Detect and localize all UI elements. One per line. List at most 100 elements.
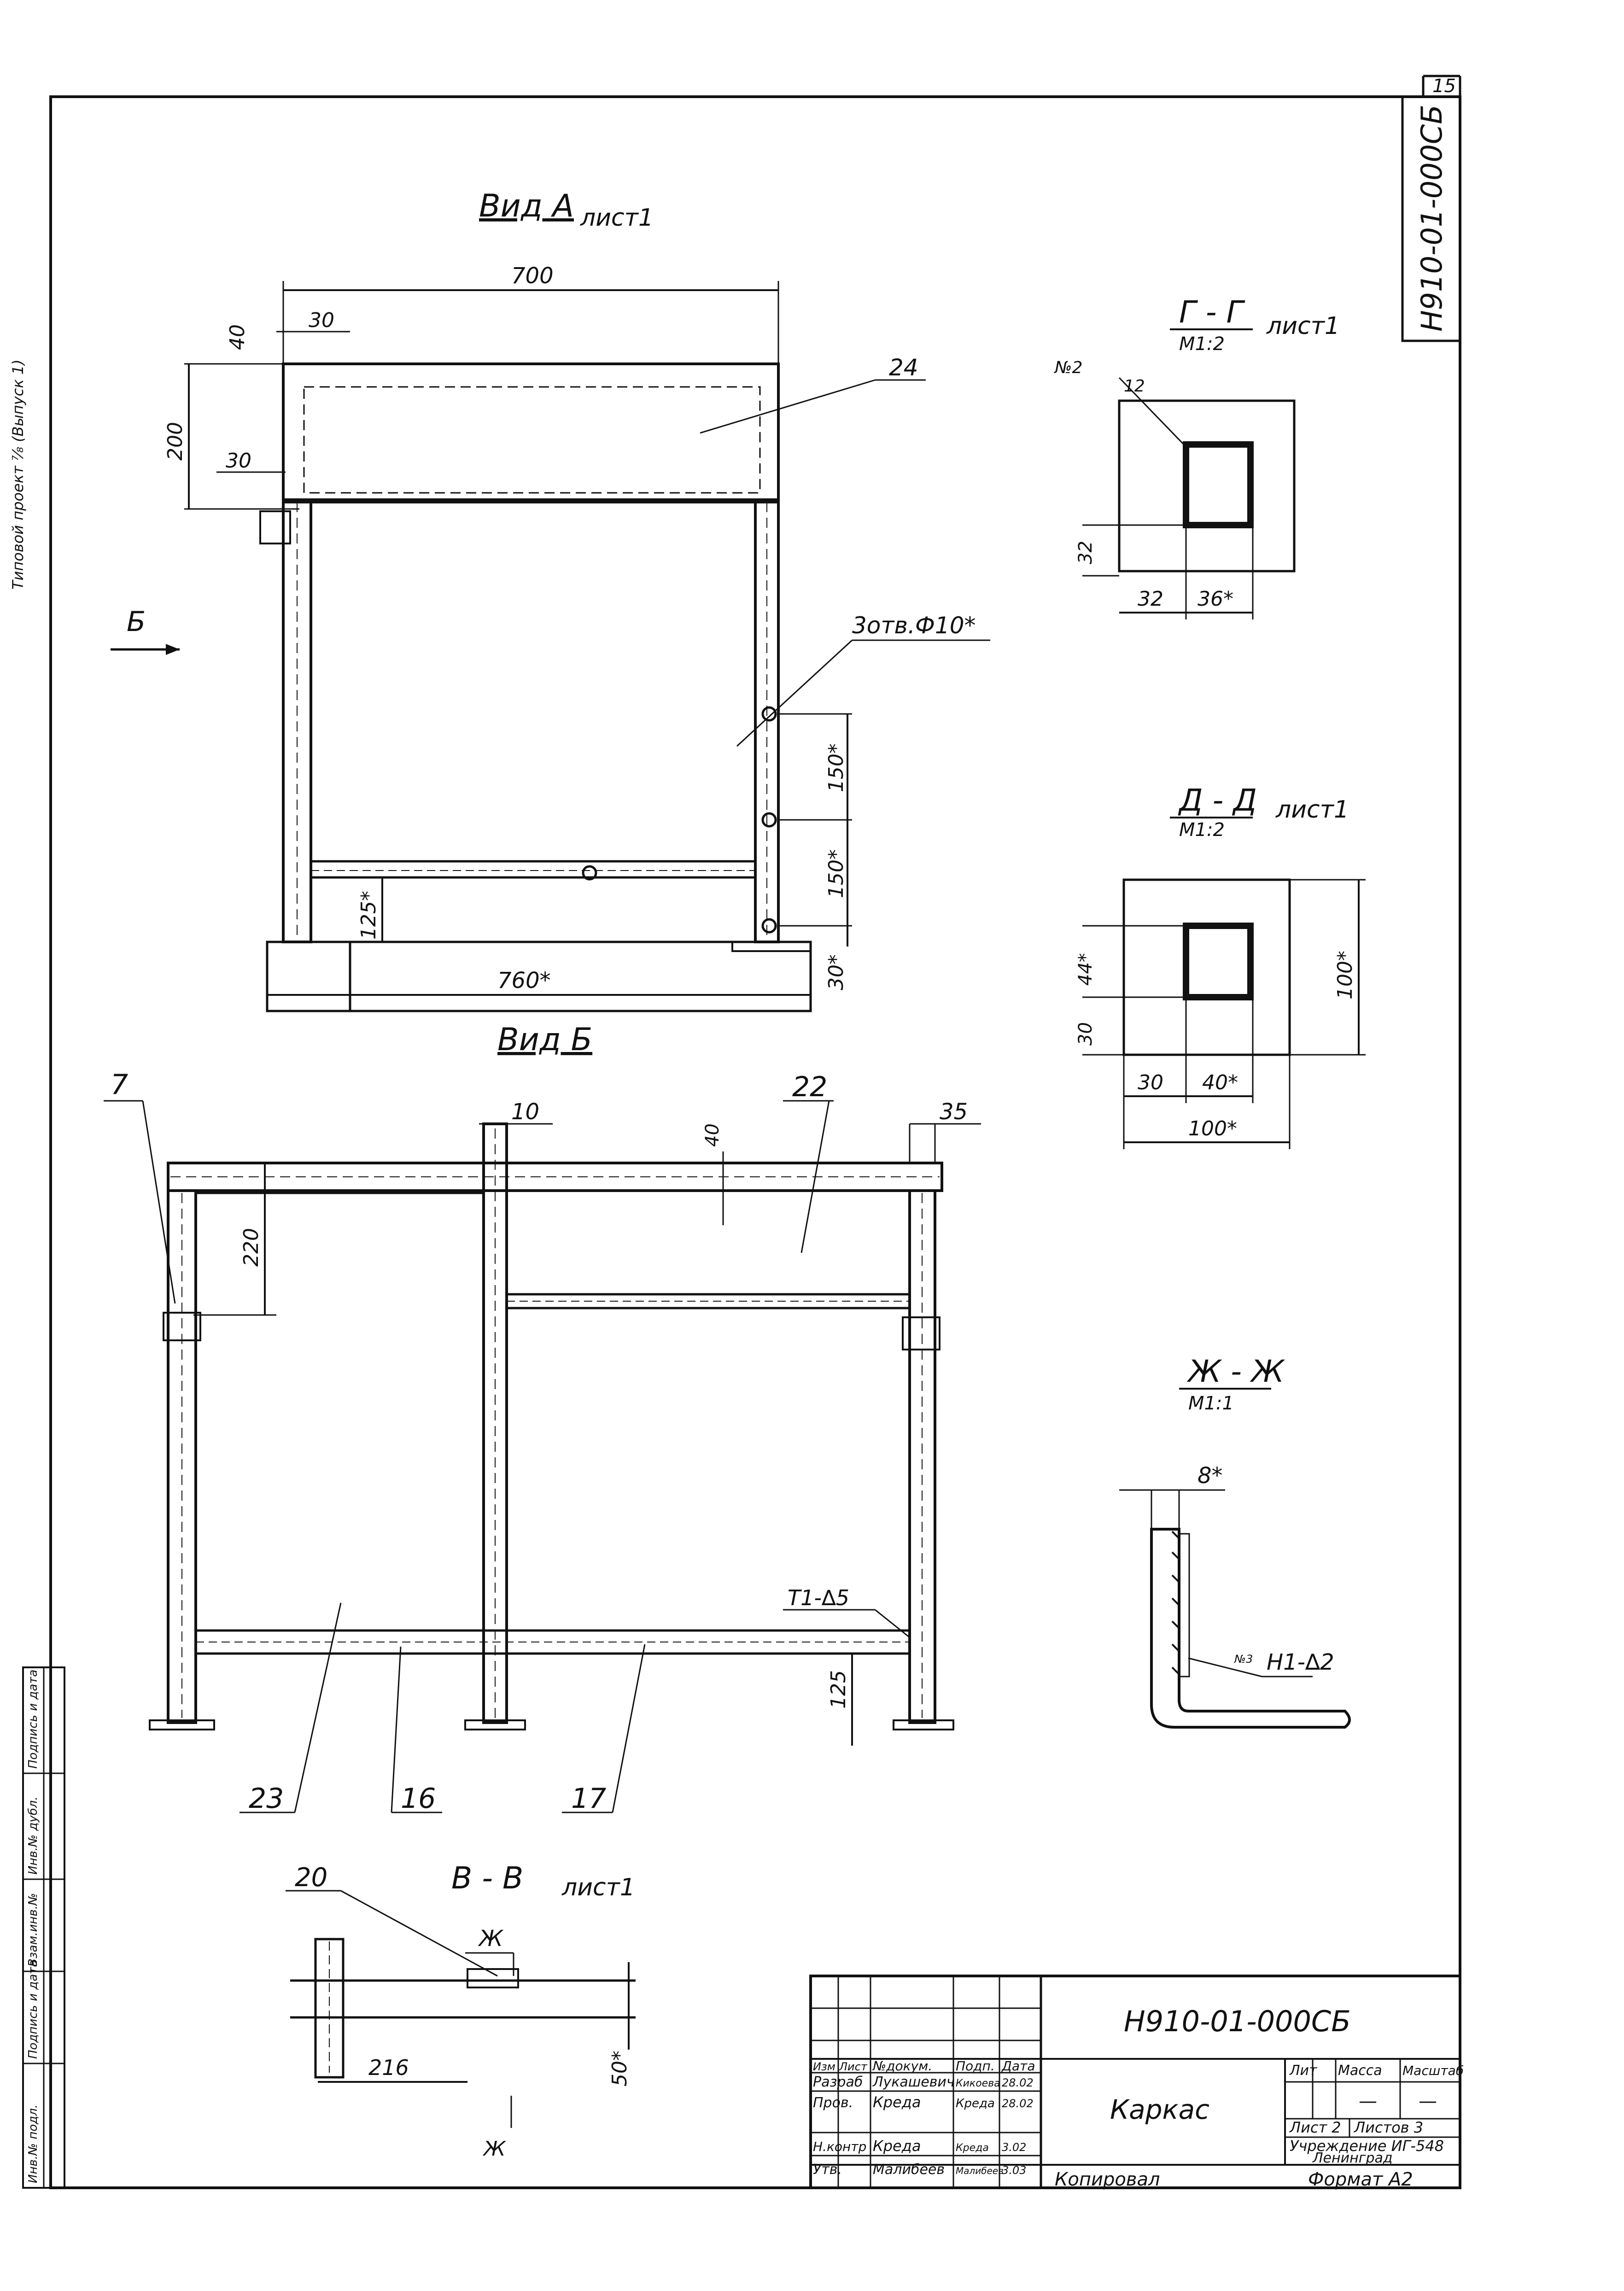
svg-text:Д - Д: Д - Д xyxy=(1178,783,1257,818)
svg-text:Лист 2: Лист 2 xyxy=(1289,2119,1341,2136)
svg-text:Н1-∆2: Н1-∆2 xyxy=(1267,1649,1334,1675)
svg-text:Утв.: Утв. xyxy=(813,2162,842,2178)
sheet-number: 15 xyxy=(1432,76,1456,97)
svg-text:7: 7 xyxy=(111,1069,128,1101)
svg-text:700: 700 xyxy=(511,263,554,289)
svg-text:40: 40 xyxy=(226,324,249,350)
title-block: Н910-01-000СБ Каркас Изм Лист №докум. По… xyxy=(809,1975,1464,2189)
svg-text:150*: 150* xyxy=(824,743,848,792)
svg-text:16: 16 xyxy=(401,1783,436,1815)
svg-text:32: 32 xyxy=(1138,587,1163,611)
svg-text:№3: №3 xyxy=(1233,1653,1253,1666)
svg-text:3.03: 3.03 xyxy=(1002,2164,1026,2177)
svg-text:36*: 36* xyxy=(1198,587,1233,611)
svg-text:30*: 30* xyxy=(824,954,848,990)
svg-text:Разраб: Разраб xyxy=(813,2074,863,2090)
section-g-g: Г - Г М1:2 лист1 №2 12 32 32 36* xyxy=(1054,294,1340,620)
svg-text:8*: 8* xyxy=(1198,1463,1223,1489)
svg-text:10: 10 xyxy=(511,1099,539,1125)
svg-text:Ж: Ж xyxy=(482,2137,506,2161)
svg-text:М1:1: М1:1 xyxy=(1188,1393,1234,1414)
code-box xyxy=(1401,95,1461,342)
svg-text:22: 22 xyxy=(792,1071,827,1103)
svg-text:125: 125 xyxy=(827,1670,850,1709)
svg-text:Креда: Креда xyxy=(956,2097,995,2110)
svg-text:40: 40 xyxy=(702,1123,723,1147)
svg-text:Инв.№ дубл.: Инв.№ дубл. xyxy=(26,1796,40,1875)
svg-text:125*: 125* xyxy=(357,891,380,940)
svg-text:Б: Б xyxy=(127,606,146,638)
svg-text:200: 200 xyxy=(164,422,187,461)
svg-text:М1:2: М1:2 xyxy=(1179,819,1225,841)
svg-text:лист1: лист1 xyxy=(1275,796,1349,824)
svg-text:3отв.Ф10*: 3отв.Ф10* xyxy=(852,612,976,639)
svg-text:100*: 100* xyxy=(1333,951,1357,999)
svg-text:20: 20 xyxy=(295,1863,327,1893)
svg-text:Масштаб: Масштаб xyxy=(1402,2063,1464,2078)
footer-format: Формат А2 xyxy=(1308,2169,1413,2190)
svg-text:Ж: Ж xyxy=(478,1926,504,1952)
svg-text:150*: 150* xyxy=(824,849,848,898)
doc-code-vertical: Н910-01-000СБ xyxy=(1415,105,1449,332)
svg-text:Дата: Дата xyxy=(1001,2058,1035,2074)
svg-text:100*: 100* xyxy=(1188,1117,1237,1140)
section-zh-zh: Ж - Ж М1:1 8* Н1-∆2 №3 xyxy=(1119,1354,1351,1729)
svg-text:М1:2: М1:2 xyxy=(1179,333,1225,355)
svg-text:40*: 40* xyxy=(1202,1071,1238,1094)
svg-text:—: — xyxy=(1359,2091,1377,2112)
svg-text:№докум.: №докум. xyxy=(872,2058,932,2074)
svg-text:Подп.: Подп. xyxy=(956,2058,995,2074)
side-note: Типовой проект ⅞ (Выпуск 1) xyxy=(9,359,27,590)
svg-text:Учреждение ИГ-548: Учреждение ИГ-548 xyxy=(1290,2137,1444,2155)
view-b: Вид Б 7 10 220 40 xyxy=(104,1022,981,1815)
svg-text:Подпись и дата: Подпись и дата xyxy=(26,1960,40,2059)
svg-text:24: 24 xyxy=(889,354,918,381)
svg-text:Н.контр: Н.контр xyxy=(813,2139,866,2154)
svg-text:216: 216 xyxy=(368,2055,409,2080)
svg-text:30: 30 xyxy=(1075,1022,1096,1046)
svg-text:35: 35 xyxy=(940,1099,968,1125)
svg-text:В - В: В - В xyxy=(451,1860,523,1896)
svg-text:Креда: Креда xyxy=(873,2093,921,2111)
svg-text:лист1: лист1 xyxy=(580,204,654,232)
svg-text:30: 30 xyxy=(309,309,334,332)
svg-text:50*: 50* xyxy=(608,2051,631,2086)
svg-text:лист1: лист1 xyxy=(561,1874,635,1901)
svg-text:№2: №2 xyxy=(1054,358,1082,377)
sheet-frame xyxy=(49,95,1461,2189)
view-a: Вид А лист1 700 40 30 200 30 xyxy=(111,188,990,1012)
svg-text:32: 32 xyxy=(1075,541,1096,564)
tb-name: Каркас xyxy=(1110,2094,1209,2125)
svg-text:Лукашевич: Лукашевич xyxy=(872,2074,955,2090)
svg-text:Г - Г: Г - Г xyxy=(1179,294,1246,330)
svg-text:Малибеев: Малибеев xyxy=(873,2162,945,2178)
svg-text:лист1: лист1 xyxy=(1266,312,1340,340)
svg-text:Лит: Лит xyxy=(1289,2063,1318,2079)
svg-text:—: — xyxy=(1419,2091,1437,2112)
svg-text:23: 23 xyxy=(249,1783,284,1815)
svg-text:220: 220 xyxy=(240,1228,263,1267)
svg-text:Креда: Креда xyxy=(873,2137,921,2155)
svg-text:Малибеев: Малибеев xyxy=(956,2165,1004,2176)
svg-text:3.02: 3.02 xyxy=(1002,2141,1026,2154)
svg-text:Взам.инв.№: Взам.инв.№ xyxy=(26,1893,40,1967)
svg-text:28.02: 28.02 xyxy=(1002,2097,1034,2110)
svg-text:760*: 760* xyxy=(497,968,551,994)
svg-text:Ж - Ж: Ж - Ж xyxy=(1186,1354,1285,1389)
svg-text:Т1-∆5: Т1-∆5 xyxy=(788,1585,849,1610)
svg-text:Лист: Лист xyxy=(839,2060,868,2073)
svg-text:Ленинград: Ленинград xyxy=(1312,2150,1393,2166)
svg-text:28.02: 28.02 xyxy=(1002,2076,1034,2089)
svg-text:44*: 44* xyxy=(1075,953,1096,986)
stamp-column: Инв.№ подл. Подпись и дата Взам.инв.№ Ин… xyxy=(22,1666,65,2189)
section-d-d: Д - Д М1:2 лист1 44* 30 30 40* 100* 100* xyxy=(1075,783,1366,1149)
svg-text:Кикоева: Кикоева xyxy=(956,2078,1000,2089)
svg-text:Инв.№ подл.: Инв.№ подл. xyxy=(26,2104,40,2183)
svg-text:Вид Б: Вид Б xyxy=(497,1022,592,1058)
footer-copied: Копировал xyxy=(1055,2169,1160,2190)
section-v-v: В - В лист1 20 Ж 216 Ж 50* xyxy=(286,1860,636,2161)
view-a-title: Вид А xyxy=(479,188,574,224)
svg-text:Масса: Масса xyxy=(1338,2063,1382,2079)
svg-text:Пров.: Пров. xyxy=(813,2095,853,2111)
